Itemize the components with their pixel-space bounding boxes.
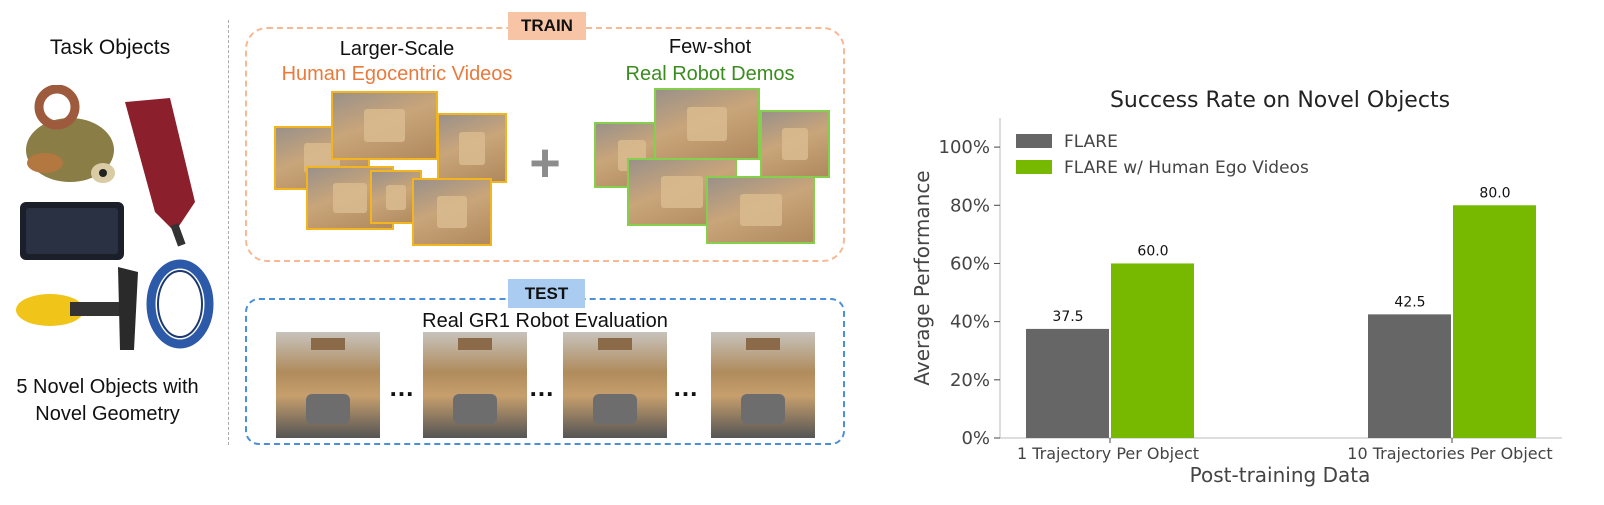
chart-title: Success Rate on Novel Objects — [1110, 88, 1450, 113]
x-tick-label: 10 Trajectories Per Object — [1347, 444, 1552, 463]
robot-demo-frame — [706, 176, 815, 244]
tablet-object — [20, 202, 124, 260]
y-tick-label: 100% — [939, 137, 990, 158]
human-videos-heading: Larger-Scale — [339, 38, 455, 60]
legend-swatch — [1016, 160, 1052, 174]
legend-label: FLARE — [1064, 132, 1118, 152]
bar-flare — [1368, 314, 1451, 438]
bar-value-label: 42.5 — [1394, 294, 1425, 310]
evaluation-frame — [563, 332, 667, 438]
evaluation-frame — [711, 332, 815, 438]
y-tick-label: 0% — [961, 428, 990, 449]
y-tick-label: 40% — [950, 312, 990, 333]
human-video-frame — [412, 178, 492, 246]
bar-value-label: 80.0 — [1479, 185, 1510, 201]
bar-flare — [1026, 328, 1109, 438]
y-tick-label: 20% — [950, 370, 990, 391]
bar-value-label: 60.0 — [1137, 243, 1168, 259]
tape-roll-object — [146, 259, 214, 349]
ellipsis: ... — [673, 372, 699, 402]
plush-toy-object — [26, 85, 115, 183]
x-tick-label: 1 Trajectory Per Object — [1017, 444, 1199, 463]
human-video-frame — [331, 91, 438, 160]
novel-objects-caption: 5 Novel Objects with Novel Geometry — [16, 376, 199, 425]
robot-demos-heading: Few-shot — [668, 36, 752, 58]
legend-swatch — [1016, 134, 1052, 148]
panel-divider — [228, 20, 229, 445]
evaluation-frame — [423, 332, 527, 438]
legend-label: FLARE w/ Human Ego Videos — [1064, 158, 1309, 178]
plus-sign: + — [529, 133, 561, 193]
bar-flare-human-ego — [1111, 263, 1194, 438]
umbrella-object — [125, 98, 195, 247]
ellipsis: ... — [529, 372, 555, 402]
human-videos-subheading: Human Egocentric Videos — [281, 63, 513, 85]
y-tick-label: 60% — [950, 253, 990, 274]
y-tick-label: 80% — [950, 195, 990, 216]
test-badge: TEST — [508, 279, 585, 308]
evaluation-frame — [276, 332, 380, 438]
task-objects-title: Task Objects — [49, 36, 171, 59]
bar-value-label: 37.5 — [1052, 309, 1083, 325]
robot-demo-frame — [654, 88, 760, 160]
train-badge: TRAIN — [508, 12, 586, 40]
hammer-object — [16, 267, 138, 350]
x-axis-label: Post-training Data — [1190, 463, 1371, 487]
ellipsis: ... — [389, 372, 415, 402]
robot-demos-subheading: Real Robot Demos — [625, 63, 795, 85]
bar-flare-human-ego — [1453, 205, 1536, 438]
test-title: Real GR1 Robot Evaluation — [422, 310, 668, 332]
y-axis-label: Average Performance — [910, 170, 934, 385]
